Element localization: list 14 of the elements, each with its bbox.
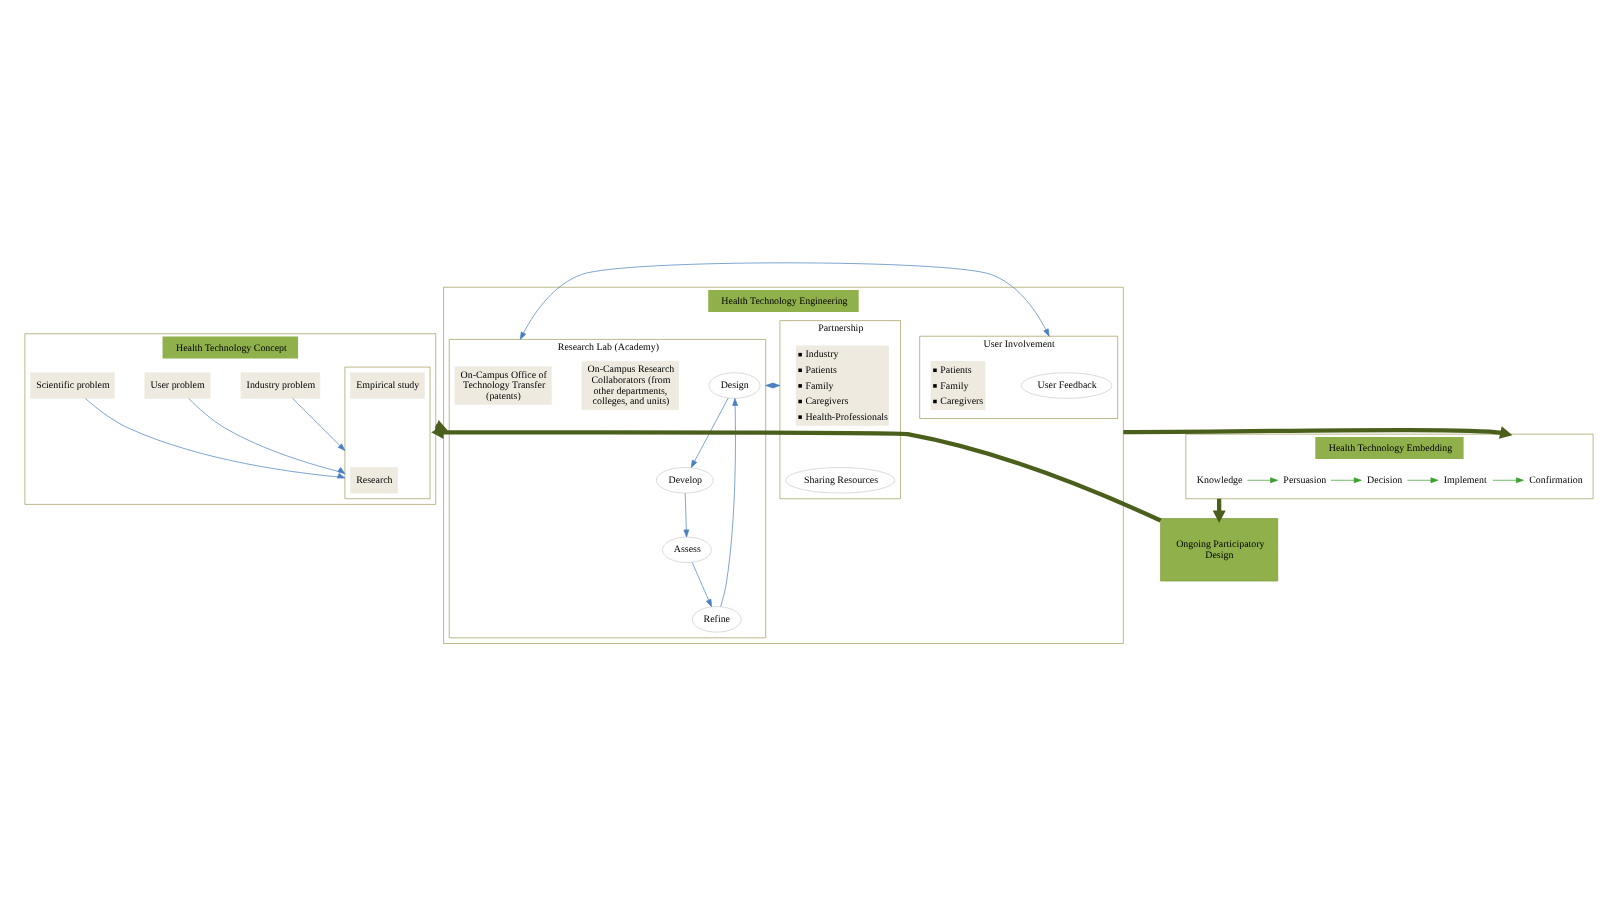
arrow <box>292 397 346 450</box>
arrow <box>1492 476 1524 483</box>
arrow <box>720 397 738 606</box>
arrow <box>1407 476 1439 483</box>
arrow <box>1123 425 1513 438</box>
arrow <box>690 396 729 467</box>
arrow <box>519 261 1050 339</box>
arrow <box>683 491 690 537</box>
arrow <box>85 397 346 478</box>
arrow <box>1247 476 1278 483</box>
arrow <box>1330 476 1362 483</box>
arrow <box>691 561 712 607</box>
cluster <box>344 365 431 499</box>
arrow <box>188 397 346 474</box>
